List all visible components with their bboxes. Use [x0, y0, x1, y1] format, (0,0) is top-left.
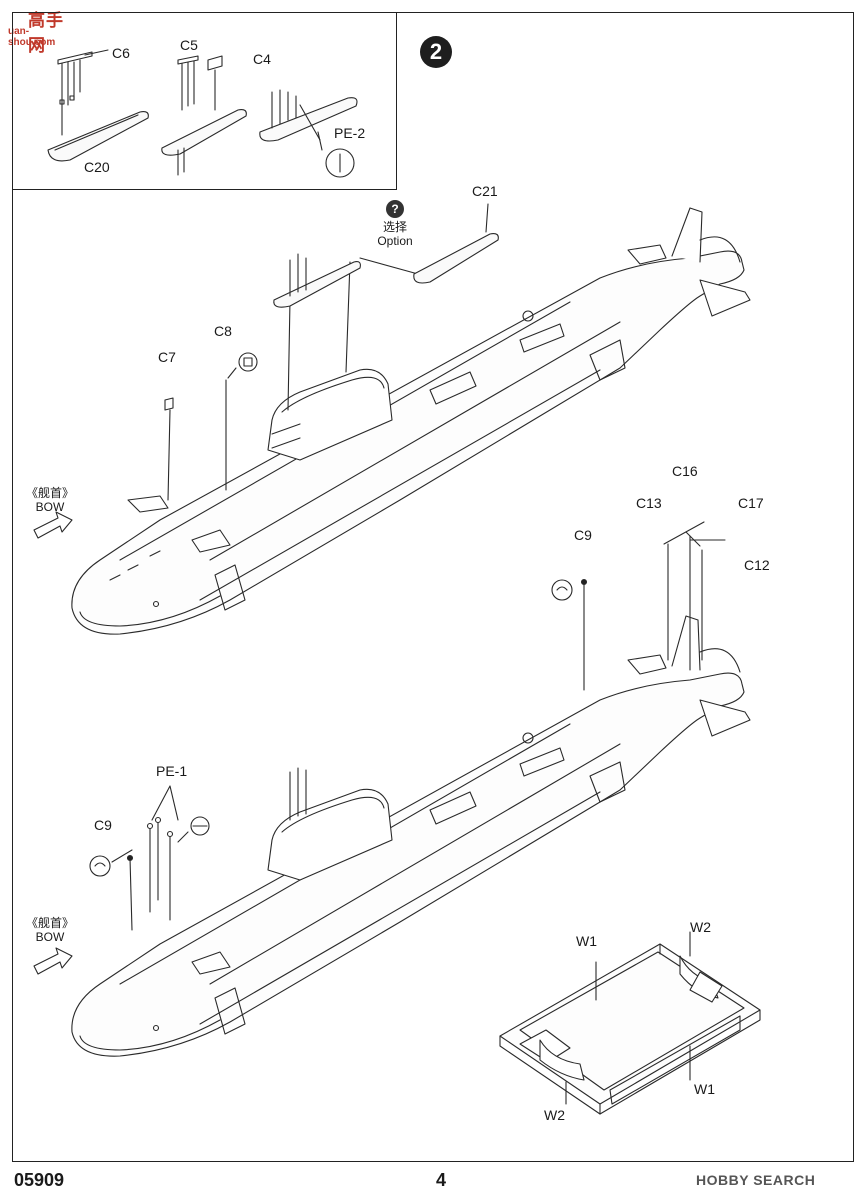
bow-arrow-upper	[33, 511, 73, 539]
option-label-cn: 选择	[382, 220, 407, 234]
page-frame	[12, 12, 854, 1162]
label-c12: C12	[744, 557, 770, 573]
option-label-en: Option	[377, 234, 413, 248]
submarine-upper	[71, 207, 751, 635]
inset-part-c5	[161, 55, 247, 176]
watermark-brand: 高手网	[28, 11, 64, 55]
label-pe1: PE-1	[156, 763, 188, 779]
detail-inset	[12, 12, 397, 190]
bow-arrow-lower	[33, 947, 73, 975]
bow-label-lower-en: BOW	[35, 930, 65, 944]
site-watermark: 高手网 uan-shou.com	[4, 4, 68, 55]
label-c13: C13	[636, 495, 662, 511]
hobby-search-watermark: HOBBY SEARCH	[696, 1172, 816, 1188]
label-c7: C7	[158, 349, 176, 365]
label-c8: C8	[214, 323, 232, 339]
label-w2-bottom: W2	[544, 1107, 565, 1123]
inset-part-pe2	[259, 89, 358, 178]
label-w1-bottom: W1	[694, 1081, 715, 1097]
lower-attachment-lines	[89, 521, 726, 931]
label-c16: C16	[672, 463, 698, 479]
label-c21: C21	[472, 183, 498, 199]
bow-label-upper-cn: 《舰首》	[26, 486, 75, 500]
bow-label-upper: 《舰首》 BOW	[26, 486, 74, 514]
watermark-url: uan-shou.com	[8, 26, 56, 48]
label-w2-top: W2	[690, 919, 711, 935]
bow-label-upper-en: BOW	[35, 500, 65, 514]
label-pe2: PE-2	[334, 125, 366, 141]
upper-attachment-lines	[164, 257, 419, 501]
inset-part-c20	[47, 49, 149, 162]
label-c9-left: C9	[94, 817, 112, 833]
label-c5: C5	[180, 37, 198, 53]
label-c6: C6	[112, 45, 130, 61]
bow-label-lower-cn: 《舰首》	[26, 916, 75, 930]
option-note: ? 选择 Option	[372, 200, 418, 247]
upper-mast-plate	[273, 253, 361, 308]
label-c9-right: C9	[574, 527, 592, 543]
label-c17: C17	[738, 495, 764, 511]
bow-label-lower: 《舰首》 BOW	[26, 916, 74, 944]
label-c4: C4	[253, 51, 271, 67]
page-number: 4	[436, 1170, 447, 1190]
label-c20: C20	[84, 159, 110, 175]
display-stand	[499, 931, 761, 1115]
step-number-badge: 2	[420, 36, 452, 68]
label-w1-top: W1	[576, 933, 597, 949]
kit-code: 05909	[14, 1170, 65, 1190]
inset-part-c4	[207, 55, 223, 111]
submarine-lower	[71, 615, 751, 1057]
question-icon: ?	[386, 200, 404, 218]
upper-part-c21	[413, 203, 499, 284]
mast-assembly-c6	[57, 51, 93, 136]
